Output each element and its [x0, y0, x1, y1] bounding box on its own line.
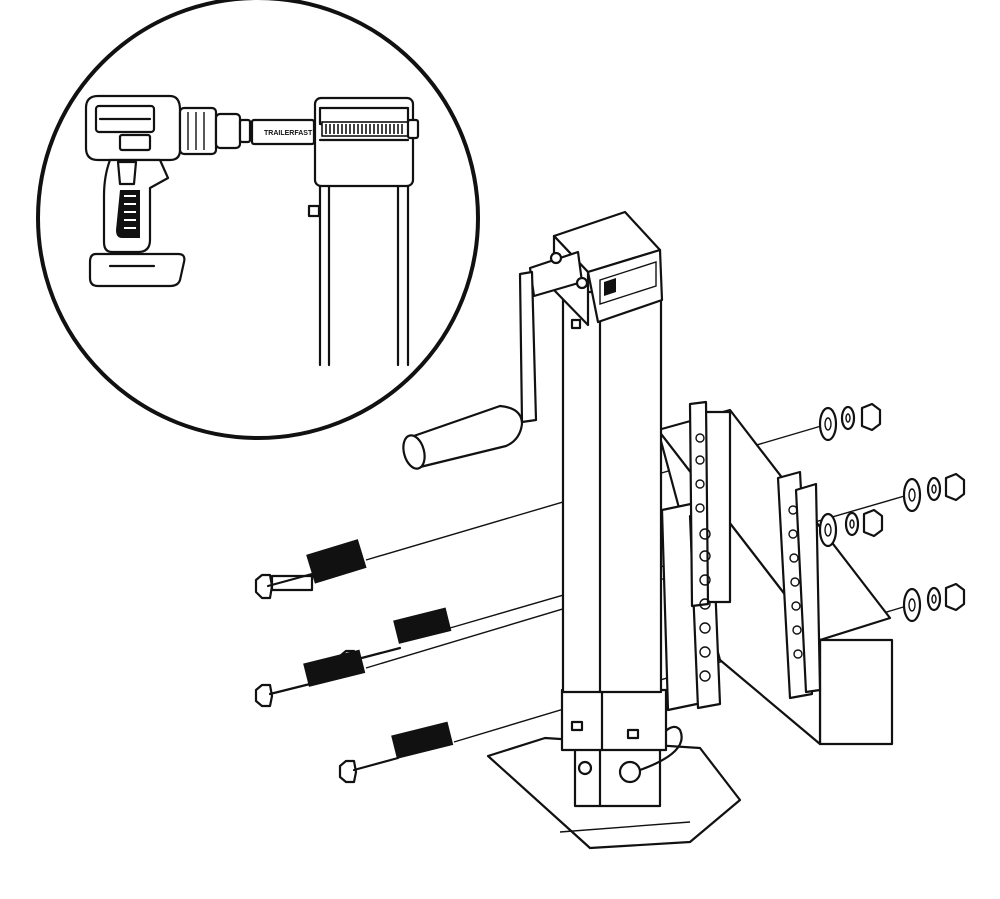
drill-icon: TRAILERFAST	[84, 94, 316, 288]
bolt-3	[254, 649, 366, 708]
hardware-set-2	[818, 508, 884, 548]
bolt-1	[254, 539, 367, 600]
hardware-set-3	[902, 472, 966, 513]
bolt-4	[338, 721, 454, 784]
right-mounting-channel	[776, 470, 822, 700]
inset-jack-tube	[307, 96, 420, 367]
hardware-set-1	[818, 402, 882, 442]
hardware-set-4	[902, 582, 966, 623]
left-mounting-channel	[660, 400, 732, 712]
bit-brand-label: TRAILERFAST	[264, 130, 313, 137]
detail-inset: TRAILERFAST	[36, 0, 480, 440]
jack-body	[402, 210, 742, 850]
